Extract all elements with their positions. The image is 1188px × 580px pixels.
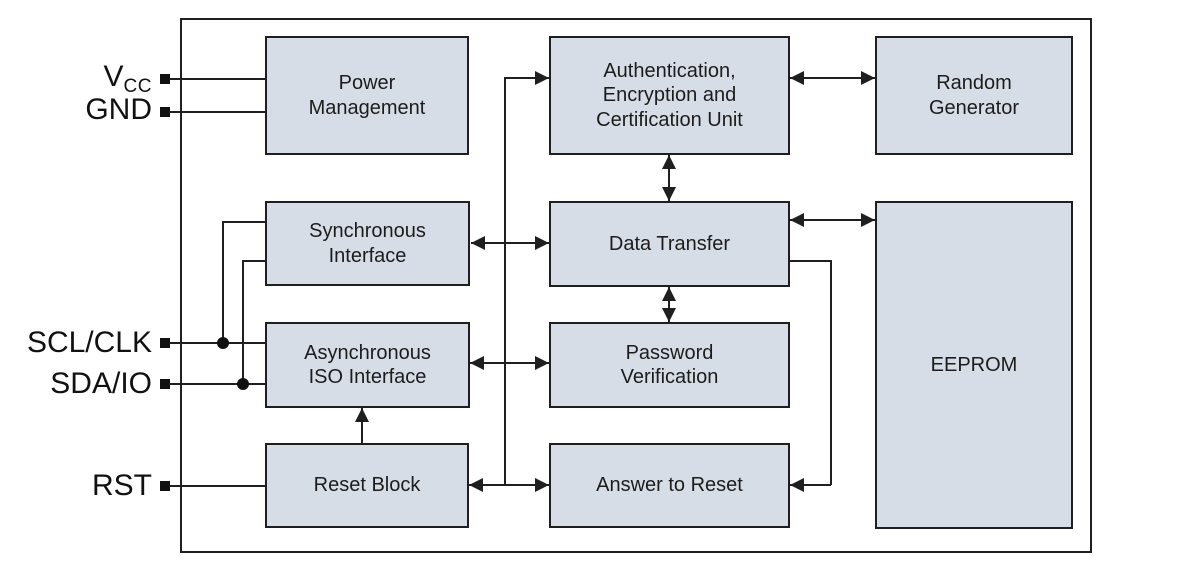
arrowhead-into-password-top (662, 308, 676, 322)
arrowhead-into-auth (535, 71, 549, 85)
block-authentication-encryption-certification: Authentication, Encryption and Certifica… (549, 36, 790, 155)
junction-dot-scl (217, 337, 229, 349)
pin-pad-sda-io (160, 379, 170, 389)
block-label: Random Generator (928, 72, 1020, 119)
pin-pad-vcc (160, 74, 170, 84)
wire-auth-random (790, 77, 875, 79)
block-label: Synchronous Interface (309, 220, 426, 267)
arrowhead-into-datatransfer (535, 236, 549, 250)
pin-label-sda-io: SDA/IO (0, 369, 152, 399)
wire-gnd (169, 111, 265, 113)
pin-label-text: SDA/IO (50, 367, 152, 400)
arrowhead-into-reset (469, 478, 483, 492)
wire-sda-io (169, 383, 265, 385)
block-data-transfer: Data Transfer (549, 201, 790, 287)
pin-label-text: SCL/CLK (26, 326, 152, 359)
arrowhead-into-datatransfer-right (790, 213, 804, 227)
pin-label-text: RST (92, 469, 152, 502)
wire-sync-datatransfer (471, 242, 549, 244)
block-label: Answer to Reset (596, 474, 743, 497)
wire-sda-branch-v (242, 260, 244, 384)
wire-sda-branch-h (242, 260, 265, 262)
wire-atr-auth-v (504, 77, 506, 485)
block-answer-to-reset: Answer to Reset (549, 443, 790, 528)
wire-datatransfer-eeprom (790, 219, 875, 221)
pin-pad-gnd (160, 107, 170, 117)
pin-pad-scl-clk (160, 338, 170, 348)
arrowhead-into-auth-bottom (662, 155, 676, 169)
arrowhead-into-atr (535, 478, 549, 492)
block-eeprom: EEPROM (875, 201, 1073, 529)
block-label: Reset Block (313, 474, 421, 497)
wire-vcc (169, 78, 265, 80)
block-label: Data Transfer (608, 232, 731, 255)
arrowhead-into-async (470, 356, 484, 370)
block-label: Power Management (308, 72, 426, 119)
block-label: Password Verification (620, 341, 719, 388)
pin-label-subscript: CC (123, 76, 152, 97)
block-synchronous-interface: Synchronous Interface (265, 201, 470, 286)
pin-label-text: V (103, 60, 124, 93)
wire-datatransfer-password-v (668, 287, 670, 322)
wire-atr-in-h (790, 484, 831, 486)
arrowhead-into-random (861, 71, 875, 85)
block-reset-block: Reset Block (265, 443, 469, 528)
arrowhead-into-auth-right (790, 71, 804, 85)
block-label: Authentication, Encryption and Certifica… (596, 59, 743, 131)
arrowhead-into-atr-right (790, 478, 804, 492)
arrowhead-into-sync (471, 236, 485, 250)
arrowhead-into-datatransfer-top (662, 187, 676, 201)
wire-datatransfer-atr-v (830, 260, 832, 485)
block-label: EEPROM (930, 353, 1018, 376)
pin-label-scl-clk: SCL/CLK (0, 328, 152, 358)
pin-label-text: GND (85, 93, 152, 126)
wire-rst (169, 485, 265, 487)
block-asynchronous-iso-interface: Asynchronous ISO Interface (265, 322, 470, 408)
block-power-management: Power Management (265, 36, 469, 155)
arrowhead-into-datatransfer-bottom (662, 287, 676, 301)
wire-async-password (470, 362, 549, 364)
wire-auth-in-h (504, 77, 549, 79)
wire-datatransfer-out-h (790, 260, 832, 262)
pin-label-rst: RST (0, 471, 152, 501)
pin-label-gnd: GND (0, 95, 152, 125)
chip-outline (180, 18, 1092, 553)
block-password-verification: Password Verification (549, 322, 790, 408)
wire-auth-datatransfer-v (668, 155, 670, 201)
wire-scl-branch-v (222, 221, 224, 343)
arrowhead-into-async-bottom (355, 408, 369, 422)
wire-scl-branch-h (222, 221, 265, 223)
wire-reset-atr (469, 484, 549, 486)
block-label: Asynchronous ISO Interface (304, 341, 431, 388)
pin-label-vcc: VCC (0, 60, 152, 97)
arrowhead-into-eeprom (861, 213, 875, 227)
junction-dot-sda (237, 378, 249, 390)
pin-pad-rst (160, 481, 170, 491)
arrowhead-into-password (535, 356, 549, 370)
wire-reset-async-v (361, 408, 363, 443)
block-random-generator: Random Generator (875, 36, 1073, 155)
